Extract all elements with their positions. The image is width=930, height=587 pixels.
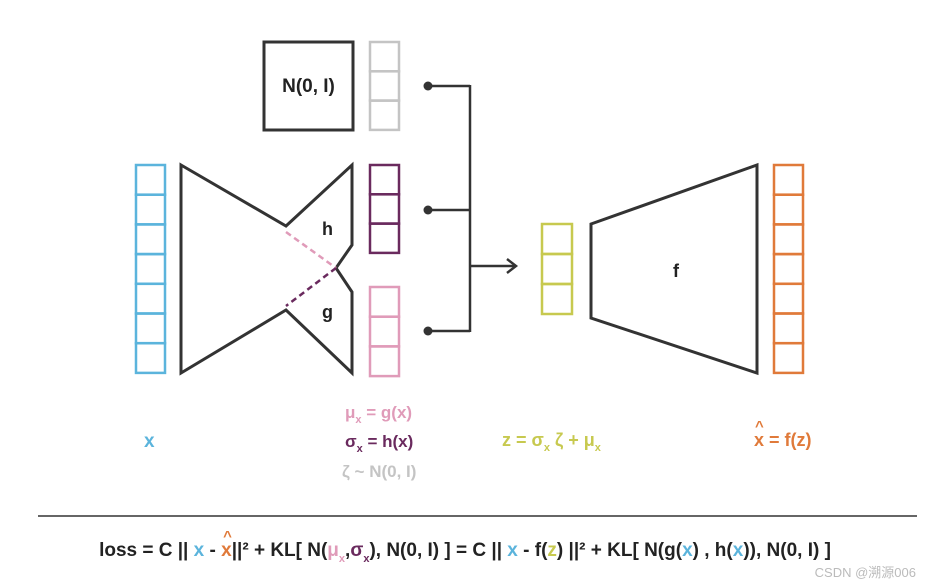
h-output-vector-cell <box>368 163 401 196</box>
loss-part-4: ), N(0, I) ] = C || <box>369 540 508 561</box>
encoder-g-dash <box>285 267 337 307</box>
g-output-vector-cell <box>368 315 401 348</box>
decoder-shape <box>589 162 759 376</box>
z-vector-cell <box>540 282 574 316</box>
loss-part-5: - f( <box>517 540 548 561</box>
encoder-h-dash <box>285 230 337 270</box>
connector-dot-h <box>423 205 433 215</box>
h-output-vector-cell <box>368 193 401 225</box>
zeta-label: ζ ~ N(0, I) <box>342 462 417 481</box>
xhat-vector-cell <box>772 223 805 256</box>
loss-x-1: x <box>193 540 205 561</box>
connector-dot-g <box>423 326 433 336</box>
prior-box <box>262 40 355 132</box>
encoder-h-label: h <box>322 219 333 239</box>
loss-part-3: ||² + KL[ N( <box>231 540 328 561</box>
loss-part-1: loss = C || <box>99 540 194 561</box>
z-formula-label: z = σx ζ + μx <box>502 430 601 454</box>
input-x-vector-cell <box>134 163 167 196</box>
prior-vector <box>368 40 401 132</box>
input-x-vector-cell <box>134 341 167 375</box>
sigma-symbol: σ <box>345 432 357 451</box>
xhat-vector-cell <box>772 312 805 345</box>
z-vector <box>540 222 574 316</box>
mu-subscript: x <box>355 414 362 426</box>
xhat-vector-cell <box>772 282 805 315</box>
z-formula-mid: ζ + μ <box>549 430 595 450</box>
loss-sigma: σ <box>350 540 364 561</box>
h-output-vector-cell <box>368 222 401 255</box>
encoder-shape <box>179 161 354 377</box>
loss-comma: , <box>345 540 351 561</box>
loss-mu: μ <box>327 540 339 561</box>
prior-vector-cell <box>368 70 401 102</box>
loss-part-8: )), N(0, I) ] <box>743 540 831 561</box>
input-x-vector <box>134 163 167 375</box>
z-formula-sub2: x <box>594 442 601 454</box>
prior-box-label: N(0, I) <box>282 76 335 97</box>
connector-lines <box>428 84 519 333</box>
xhat-vector-cell <box>772 252 805 286</box>
prior-vector-cell <box>368 99 401 132</box>
z-formula-sub1: x <box>543 442 550 454</box>
loss-part-6: ) ||² + KL[ N(g( <box>556 540 683 561</box>
g-output-vector <box>368 285 401 378</box>
xhat-vector-cell <box>772 193 805 226</box>
encoder-g-label: g <box>322 302 333 322</box>
decoder-f-label: f <box>673 261 679 281</box>
loss-sigma-sub: x <box>363 553 370 565</box>
loss-xhat: x <box>221 540 232 561</box>
mu-rhs: = g(x) <box>361 403 413 422</box>
h-output-vector <box>368 163 401 255</box>
mu-label: μx = g(x) <box>345 403 413 426</box>
g-output-vector-cell <box>368 285 401 318</box>
input-x-vector-cell <box>134 312 167 345</box>
sigma-subscript: x <box>356 443 363 455</box>
loss-part-2: - <box>204 540 222 561</box>
z-formula-lhs: z = σ <box>502 430 544 450</box>
connector-dot-prior <box>423 81 433 91</box>
xhat-label: ^x = f(z) <box>754 419 812 450</box>
xhat-vector <box>772 163 805 375</box>
x-label: x <box>144 431 155 452</box>
input-x-vector-cell <box>134 282 167 315</box>
xhat-vector-cell <box>772 163 805 196</box>
loss-z: z <box>547 540 557 561</box>
sigma-rhs: = h(x) <box>362 432 414 451</box>
input-x-vector-cell <box>134 252 167 286</box>
sigma-label: σx = h(x) <box>345 432 414 455</box>
xhat-x: x <box>754 430 765 450</box>
xhat-vector-cell <box>772 341 805 375</box>
loss-x-3: x <box>682 540 693 561</box>
xhat-hat: ^ <box>755 418 764 435</box>
input-x-vector-cell <box>134 223 167 256</box>
loss-part-7: ) , h( <box>692 540 733 561</box>
input-x-vector-cell <box>134 193 167 226</box>
loss-mu-sub: x <box>338 553 346 565</box>
mu-symbol: μ <box>345 403 356 422</box>
prior-vector-cell <box>368 40 401 73</box>
loss-xhat-hat: ^ <box>223 528 232 545</box>
z-vector-cell <box>540 222 574 256</box>
g-output-vector-cell <box>368 345 401 378</box>
loss-formula: loss = C || x - ^x||² + KL[ N(μx,σx), N(… <box>0 528 930 565</box>
watermark: CSDN @溯源006 <box>814 565 916 580</box>
z-vector-cell <box>540 252 574 286</box>
xhat-rhs: = f(z) <box>764 430 812 450</box>
loss-x-2: x <box>507 540 518 561</box>
loss-x-4: x <box>732 540 744 561</box>
